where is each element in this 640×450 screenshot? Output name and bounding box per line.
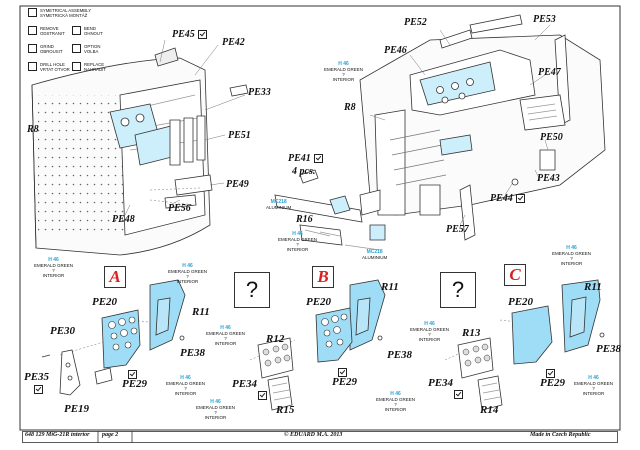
bend-icon xyxy=(338,368,347,377)
part-label-pe20: PE20 xyxy=(92,296,118,308)
option-question-box: ? xyxy=(440,272,476,308)
part-label-pe48: PE48 xyxy=(112,214,135,225)
part-label-pe38: PE38 xyxy=(387,349,413,361)
part-label-pe51: PE51 xyxy=(228,130,251,141)
part-label-pe45: PE45 xyxy=(172,30,207,40)
step-c-badge: C xyxy=(504,264,526,286)
rudder-pedal-assembly xyxy=(274,169,386,251)
step-c-assembly xyxy=(457,279,605,411)
part-label-pe50: PE50 xyxy=(540,132,563,143)
part-label-pe57: PE57 xyxy=(446,224,469,235)
bend-icon xyxy=(454,390,463,399)
bend-icon xyxy=(72,26,81,35)
option-question-box: ? xyxy=(234,272,270,308)
copyright: © EDUARD M.A. 2013 xyxy=(284,432,343,438)
part-label-pe34: PE34 xyxy=(428,377,454,389)
right-cockpit-view xyxy=(359,14,606,241)
part-label-r16: R16 xyxy=(296,214,313,225)
left-cockpit-view xyxy=(31,47,249,256)
part-label-pe47: PE47 xyxy=(538,67,561,78)
grind-icon xyxy=(28,44,37,53)
bend-icon xyxy=(515,194,525,204)
bend-icon xyxy=(546,369,555,378)
part-label-pe38: PE38 xyxy=(596,343,622,355)
part-label-r8-right: R8 xyxy=(344,102,356,113)
step-a-assembly xyxy=(41,279,186,396)
part-label-pe52: PE52 xyxy=(404,17,427,28)
drill-hole-icon xyxy=(28,62,37,71)
footer: 648 129 MiG-21R interior page 2 © EDUARD… xyxy=(22,431,618,443)
part-label-pe44: PE44 xyxy=(490,194,525,204)
part-label-pe49: PE49 xyxy=(226,179,249,190)
bend-icon xyxy=(258,391,267,400)
part-label-pe43: PE43 xyxy=(537,173,560,184)
part-label-pe29: PE29 xyxy=(540,377,566,389)
part-label-pe33: PE33 xyxy=(248,87,271,98)
part-label-pe19: PE19 xyxy=(64,403,90,415)
bend-icon xyxy=(128,370,137,379)
part-label-pe20: PE20 xyxy=(306,296,332,308)
part-label-r11: R11 xyxy=(192,306,210,318)
part-label-pe41: PE41 xyxy=(288,154,323,164)
step-b-assembly xyxy=(257,279,386,411)
part-label-pe29: PE29 xyxy=(122,378,148,390)
part-label-pe41-qty: 4 pcs. xyxy=(292,166,316,177)
bend-icon xyxy=(197,30,207,40)
symmetrical-assembly-icon xyxy=(28,8,37,17)
option-icon xyxy=(72,44,81,53)
page-number: page 2 xyxy=(102,432,119,438)
part-label-r14: R14 xyxy=(480,404,499,416)
part-label-r11: R11 xyxy=(584,281,602,293)
bend-icon xyxy=(313,154,323,164)
part-label-pe34: PE34 xyxy=(232,378,258,390)
part-label-r12: R12 xyxy=(266,333,285,345)
part-label-pe42: PE42 xyxy=(222,37,245,48)
step-b-badge: B xyxy=(312,266,334,288)
part-label-pe29: PE29 xyxy=(332,376,358,388)
part-label-r15: R15 xyxy=(276,404,295,416)
made-in: Made in Czech Republic xyxy=(530,432,591,438)
kit-number: 648 129 MiG-21R interior xyxy=(25,432,90,438)
replace-icon xyxy=(72,62,81,71)
part-label-pe35: PE35 xyxy=(24,371,50,383)
part-label-r11: R11 xyxy=(381,281,399,293)
part-label-pe38: PE38 xyxy=(180,347,206,359)
part-label-r13: R13 xyxy=(462,327,481,339)
remove-constraint-icon xyxy=(28,26,37,35)
step-a-badge: A xyxy=(104,266,126,288)
bend-icon xyxy=(34,385,43,394)
part-label-pe20: PE20 xyxy=(508,296,534,308)
part-label-pe56: PE56 xyxy=(168,203,191,214)
part-label-r8-left: R8 xyxy=(27,124,39,135)
part-label-pe53: PE53 xyxy=(533,14,556,25)
part-label-pe30: PE30 xyxy=(50,325,76,337)
part-label-pe46: PE46 xyxy=(384,45,407,56)
